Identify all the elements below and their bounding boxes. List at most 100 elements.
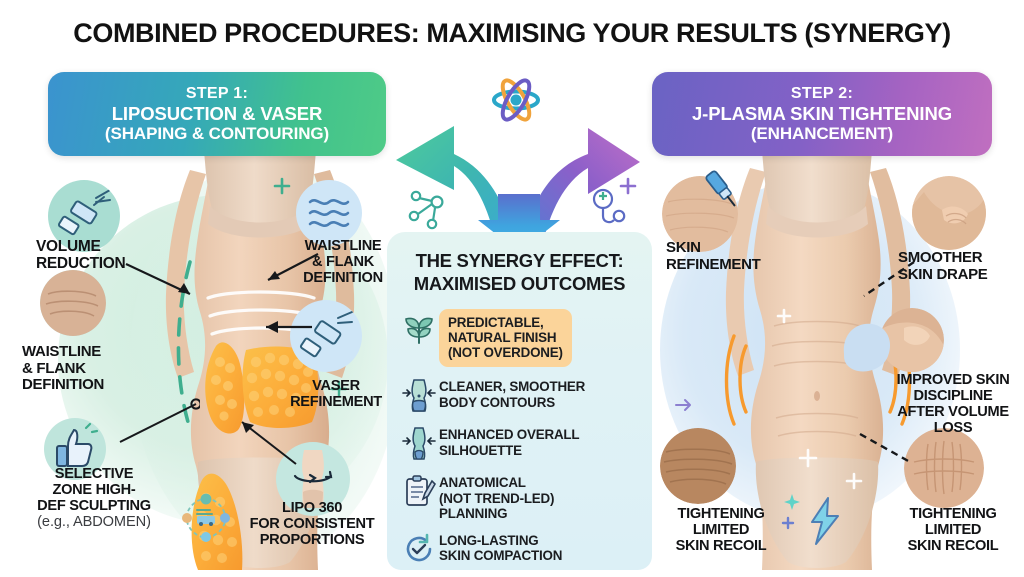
label-line: IMPROVED SKIN xyxy=(896,372,1010,388)
page-title: COMBINED PROCEDURES: MAXIMISING YOUR RES… xyxy=(73,18,951,48)
label-line: TIGHTENING xyxy=(909,506,997,522)
benefit-line: ANATOMICAL xyxy=(439,475,526,491)
label-line: DEFINITION xyxy=(303,270,383,287)
stethoscope-icon xyxy=(592,188,626,224)
plasma-energy-shape xyxy=(843,323,891,372)
cannula-icon-badge xyxy=(48,180,120,252)
smoother-skin-drape-photo xyxy=(912,176,986,250)
label-line: SELECTIVE xyxy=(54,466,134,482)
benefit-item-predictable-natural-finish: PREDICTABLE, NATURAL FINISH (NOT OVERDON… xyxy=(399,309,643,368)
label-line: FOR CONSISTENT xyxy=(249,516,375,533)
plus-icon xyxy=(619,177,637,195)
label-line: LOSS xyxy=(933,420,973,437)
leaf-icon xyxy=(399,310,439,350)
step-2-header: STEP 2: J-PLASMA SKIN TIGHTENING (ENHANC… xyxy=(652,72,992,156)
benefit-line: (NOT TREND-LED) xyxy=(439,490,555,506)
silhouette-icon xyxy=(399,423,439,463)
benefit-line: LONG-LASTING xyxy=(439,532,539,548)
plus-icon-left xyxy=(273,177,291,195)
label-improved-skin-discipline: IMPROVED SKIN DISCIPLINE AFTER VOLUME LO… xyxy=(882,372,1024,436)
lightning-bolt-icon xyxy=(811,497,839,545)
benefit-item-enhanced-silhouette: ENHANCED OVERALL SILHOUETTE xyxy=(399,423,643,463)
label-skin-refinement: SKIN REFINEMENT xyxy=(666,239,782,273)
benefit-text-cleaner-contours: CLEANER, SMOOTHER BODY CONTOURS xyxy=(439,375,585,409)
label-line: REDUCTION xyxy=(36,255,126,273)
vaser-probe-icon-badge xyxy=(290,300,362,372)
label-line: SMOOTHER xyxy=(898,249,983,266)
label-line: VASER xyxy=(312,378,360,394)
step-2-subtitle: (ENHANCEMENT) xyxy=(750,123,894,143)
plus-icon-left-lower xyxy=(330,380,348,398)
label-line: AFTER VOLUME xyxy=(897,404,1009,421)
benefit-text-predictable: PREDICTABLE, NATURAL FINISH (NOT OVERDON… xyxy=(439,309,572,368)
synergy-arrows xyxy=(396,78,640,252)
benefit-item-anatomical-planning: ANATOMICAL (NOT TREND-LED) PLANNING xyxy=(399,471,643,521)
label-line: WAISTLINE xyxy=(22,343,101,360)
label-line: SKIN RECOIL xyxy=(675,538,767,555)
benefit-line: PLANNING xyxy=(439,505,508,521)
label-line: SKIN RECOIL xyxy=(907,538,999,555)
label-line: LIPO 360 xyxy=(281,500,343,516)
label-line: DEF SCULPTING xyxy=(37,498,151,515)
sparkle-icon xyxy=(781,494,800,530)
benefit-text-anatomical-planning: ANATOMICAL (NOT TREND-LED) PLANNING xyxy=(439,471,554,520)
label-waistline-flank-right: WAISTLINE & FLANK DEFINITION xyxy=(290,238,396,286)
benefit-line: BODY CONTOURS xyxy=(439,394,555,410)
step-2-number: STEP 2: xyxy=(790,84,854,102)
synergy-heading-line-1: THE SYNERGY EFFECT: xyxy=(415,250,624,271)
label-line: SKIN DRAPE xyxy=(898,265,988,283)
refresh-check-icon xyxy=(399,529,439,569)
benefit-line: SILHOUETTE xyxy=(439,442,522,458)
label-line: DISCIPLINE xyxy=(913,388,993,405)
waves-icon-badge xyxy=(296,180,362,246)
clipboard-pencil-icon xyxy=(399,471,439,511)
molecule-icon xyxy=(408,190,444,230)
label-line: ZONE HIGH- xyxy=(52,482,136,499)
benefit-line: PREDICTABLE, xyxy=(448,315,544,330)
benefit-line: NATURAL FINISH xyxy=(448,330,557,346)
step-1-header: STEP 1: LIPOSUCTION & VASER (SHAPING & C… xyxy=(48,72,386,156)
benefits-list: PREDICTABLE, NATURAL FINISH (NOT OVERDON… xyxy=(399,309,643,577)
benefit-line: SKIN COMPACTION xyxy=(439,547,563,563)
benefit-item-long-lasting-compaction: LONG-LASTING SKIN COMPACTION xyxy=(399,529,643,569)
label-line: DEFINITION xyxy=(22,376,104,393)
label-smoother-skin-drape: SMOOTHER SKIN DRAPE xyxy=(898,249,1024,283)
benefit-line: (NOT OVERDONE) xyxy=(448,345,563,361)
label-line: & FLANK xyxy=(312,254,374,271)
label-line: REFINEMENT xyxy=(666,255,761,273)
label-line: LIMITED xyxy=(924,522,982,539)
plasma-pen-icon xyxy=(705,170,736,207)
synergy-panel-heading: THE SYNERGY EFFECT: MAXIMISED OUTCOMES xyxy=(387,250,652,295)
label-tightening-limited-left: TIGHTENING LIMITED SKIN RECOIL xyxy=(650,506,792,554)
label-line: & FLANK xyxy=(22,359,86,377)
label-subline: (e.g., ABDOMEN) xyxy=(37,514,151,531)
label-tightening-limited-right: TIGHTENING LIMITED SKIN RECOIL xyxy=(882,506,1024,554)
improved-skin-discipline-photo xyxy=(880,308,944,372)
network-nodes-icon xyxy=(182,493,230,542)
label-line: VOLUME xyxy=(36,238,101,255)
label-line: WAISTLINE xyxy=(304,238,382,254)
label-line: SKIN xyxy=(666,239,701,256)
label-volume-reduction: VOLUME REDUCTION xyxy=(36,238,146,272)
crepey-skin-photo-right xyxy=(904,428,984,508)
label-lipo-360: LIPO 360 FOR CONSISTENT PROPORTIONS xyxy=(236,500,388,548)
step-1-title: LIPOSUCTION & VASER xyxy=(111,102,323,124)
synergy-heading-line-2: MAXIMISED OUTCOMES xyxy=(413,272,626,294)
step-1-number: STEP 1: xyxy=(185,84,249,102)
skin-refinement-photo xyxy=(662,176,738,252)
label-vaser-refinement: VASER REFINEMENT xyxy=(280,378,392,410)
small-arrow-icon-right xyxy=(675,399,691,411)
crepey-skin-photo-left xyxy=(660,428,736,504)
synergy-effect-panel: THE SYNERGY EFFECT: MAXIMISED OUTCOMES P… xyxy=(387,232,652,570)
benefit-text-enhanced-silhouette: ENHANCED OVERALL SILHOUETTE xyxy=(439,423,580,458)
label-line: LIMITED xyxy=(692,522,750,539)
step-2-title: J-PLASMA SKIN TIGHTENING xyxy=(691,102,953,124)
label-waistline-flank-left: WAISTLINE & FLANK DEFINITION xyxy=(22,343,142,394)
label-selective-zone-sculpting: SELECTIVE ZONE HIGH- DEF SCULPTING (e.g.… xyxy=(18,466,170,530)
benefit-line: CLEANER, SMOOTHER xyxy=(439,379,586,395)
skin-texture-badge xyxy=(40,270,106,336)
thumbs-up-icon-badge xyxy=(44,418,106,480)
label-line: TIGHTENING xyxy=(677,506,765,522)
benefit-text-long-lasting-compaction: LONG-LASTING SKIN COMPACTION xyxy=(439,529,562,563)
